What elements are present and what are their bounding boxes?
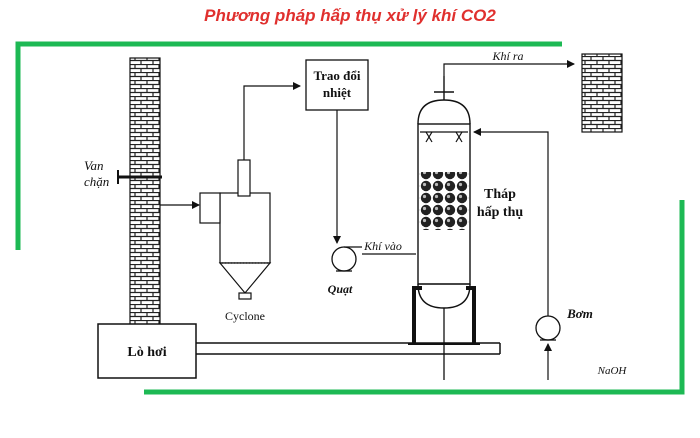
van-chan-valve xyxy=(117,170,162,184)
flow-to-heat-exchanger xyxy=(243,82,301,160)
thap-label-2: hấp thụ xyxy=(477,205,524,220)
chimney-left xyxy=(129,57,161,331)
cyclone-label: Cyclone xyxy=(225,309,265,323)
lo-hoi-boiler xyxy=(97,323,197,379)
trao-doi-label-1: Trao đổi xyxy=(313,68,360,83)
trao-doi-label-2: nhiệt xyxy=(323,85,352,100)
quat-label: Quạt xyxy=(328,282,353,296)
bom-label: Bơm xyxy=(566,306,593,321)
khi-vao-label: Khí vào xyxy=(363,239,402,253)
green-frame-bottom-right xyxy=(144,200,685,395)
lo-hoi-label: Lò hơi xyxy=(127,345,166,360)
van-chan-label-1: Van xyxy=(84,158,104,173)
page-title: Phương pháp hấp thụ xử lý khí CO2 xyxy=(204,6,496,25)
flow-khi-ra xyxy=(443,60,575,76)
thap-label-1: Tháp xyxy=(484,187,516,202)
quat-fan xyxy=(331,246,362,272)
flow-from-pump xyxy=(473,128,549,316)
chimney-right xyxy=(581,53,623,133)
green-frame-top-left xyxy=(15,41,562,250)
cyclone xyxy=(199,159,272,300)
khi-ra-label: Khí ra xyxy=(491,49,523,63)
naoh-label: NaOH xyxy=(597,365,628,377)
bom-pump xyxy=(535,315,561,341)
van-chan-label-2: chặn xyxy=(84,174,109,189)
packing-bed xyxy=(419,172,469,230)
